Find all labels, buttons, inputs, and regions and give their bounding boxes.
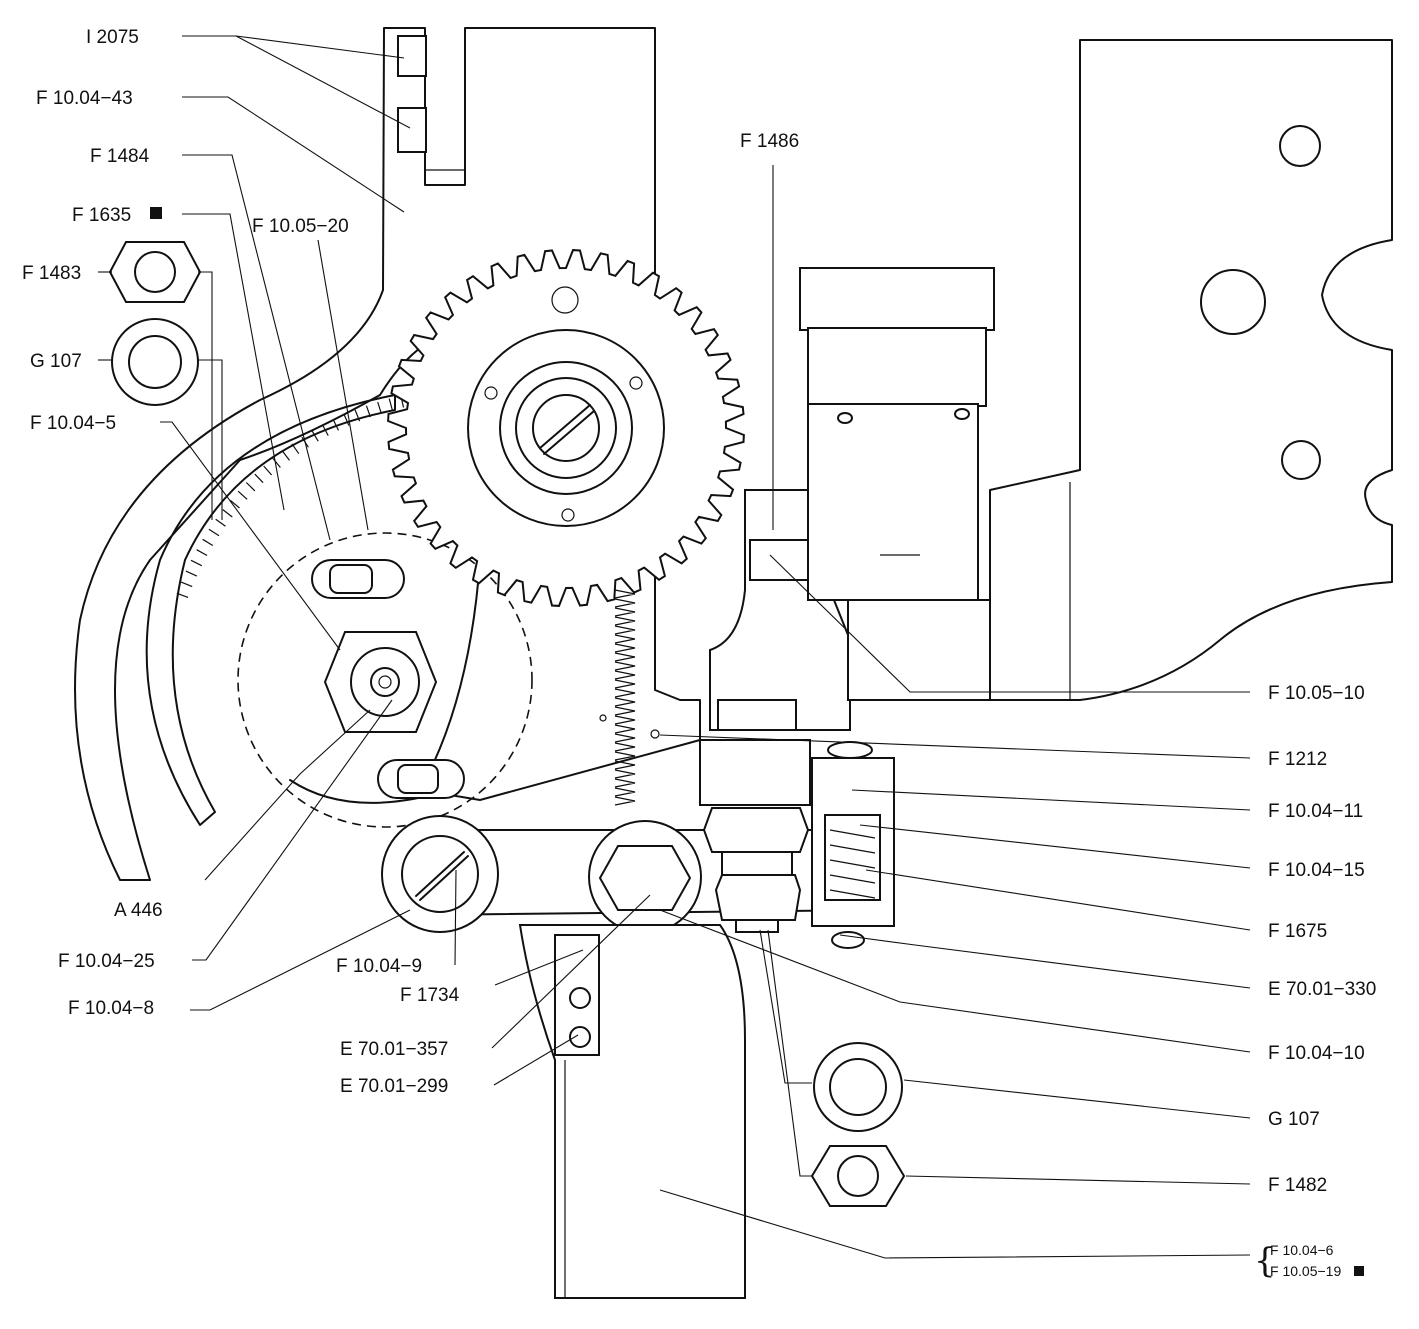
right-housing-plate bbox=[989, 39, 1393, 701]
black-square-icon bbox=[1354, 1266, 1364, 1276]
label-f-10-04-8: F 10.04−8 bbox=[68, 998, 154, 1019]
housing-hole-bottom bbox=[1281, 440, 1321, 480]
bolt-head-top bbox=[397, 35, 427, 77]
label-f-1734: F 1734 bbox=[400, 985, 460, 1006]
clamp-plate bbox=[554, 934, 600, 1056]
label-g-107-left: G 107 bbox=[30, 351, 82, 372]
label-e-70-01-299: E 70.01−299 bbox=[340, 1076, 448, 1097]
label-f-1486: F 1486 bbox=[740, 131, 799, 152]
rack-teeth bbox=[614, 589, 636, 806]
housing-hole-middle bbox=[1200, 269, 1266, 335]
label-f-10-05-20: F 10.05−20 bbox=[252, 216, 349, 237]
label-f-10-04-11: F 10.04−11 bbox=[1268, 801, 1363, 822]
label-e-70-01-357: E 70.01−357 bbox=[340, 1039, 448, 1060]
eccentric-assembly bbox=[237, 532, 660, 828]
label-f-1483: F 1483 bbox=[22, 263, 81, 284]
label-f-10-04-10: F 10.04−10 bbox=[1268, 1043, 1365, 1064]
spring-housing bbox=[811, 741, 895, 949]
label-f-10-04-9: F 10.04−9 bbox=[336, 956, 422, 977]
label-f-10-04-6: F 10.04−6 bbox=[1270, 1242, 1334, 1258]
label-f-10-04-25: F 10.04−25 bbox=[58, 951, 155, 972]
label-f-10-05-19: F 10.05−19 bbox=[1270, 1263, 1341, 1279]
washer-g107-right bbox=[813, 1042, 903, 1132]
loose-parts bbox=[108, 241, 906, 1207]
bolt-head-second bbox=[397, 107, 427, 153]
dashed-reference-circle bbox=[237, 532, 533, 828]
label-f-10-04-15: F 10.04−15 bbox=[1268, 860, 1365, 881]
center-bolt bbox=[370, 667, 400, 697]
label-f-1482: F 1482 bbox=[1268, 1175, 1327, 1196]
label-f-1212: F 1212 bbox=[1268, 749, 1327, 770]
leader-lines bbox=[98, 35, 1251, 1259]
label-g-107-right: G 107 bbox=[1268, 1109, 1320, 1130]
part-labels: I 2075 F 10.04−43 F 1484 F 1635 F 10.05−… bbox=[22, 27, 1376, 1281]
main-spur-gear bbox=[387, 249, 745, 607]
label-e-70-01-330: E 70.01−330 bbox=[1268, 979, 1376, 1000]
upper-bracket bbox=[74, 27, 701, 881]
solenoid-block bbox=[799, 267, 995, 701]
housing-hole-top bbox=[1279, 125, 1321, 167]
label-f-10-04-5: F 10.04−5 bbox=[30, 413, 116, 434]
label-f-10-05-10: F 10.05−10 bbox=[1268, 683, 1365, 704]
label-f-1484: F 1484 bbox=[90, 146, 150, 167]
left-brace: { bbox=[1254, 1241, 1276, 1281]
vertical-slide-bar bbox=[518, 924, 746, 1299]
washer-g107-left bbox=[111, 318, 199, 406]
label-i-2075: I 2075 bbox=[86, 27, 139, 48]
black-square-icon bbox=[150, 207, 162, 219]
label-a-446: A 446 bbox=[114, 900, 163, 921]
label-f-1635: F 1635 bbox=[72, 205, 131, 226]
hex-nut-lever bbox=[598, 845, 692, 911]
label-f-10-04-43: F 10.04−43 bbox=[36, 88, 133, 109]
label-f-1675: F 1675 bbox=[1268, 921, 1327, 942]
